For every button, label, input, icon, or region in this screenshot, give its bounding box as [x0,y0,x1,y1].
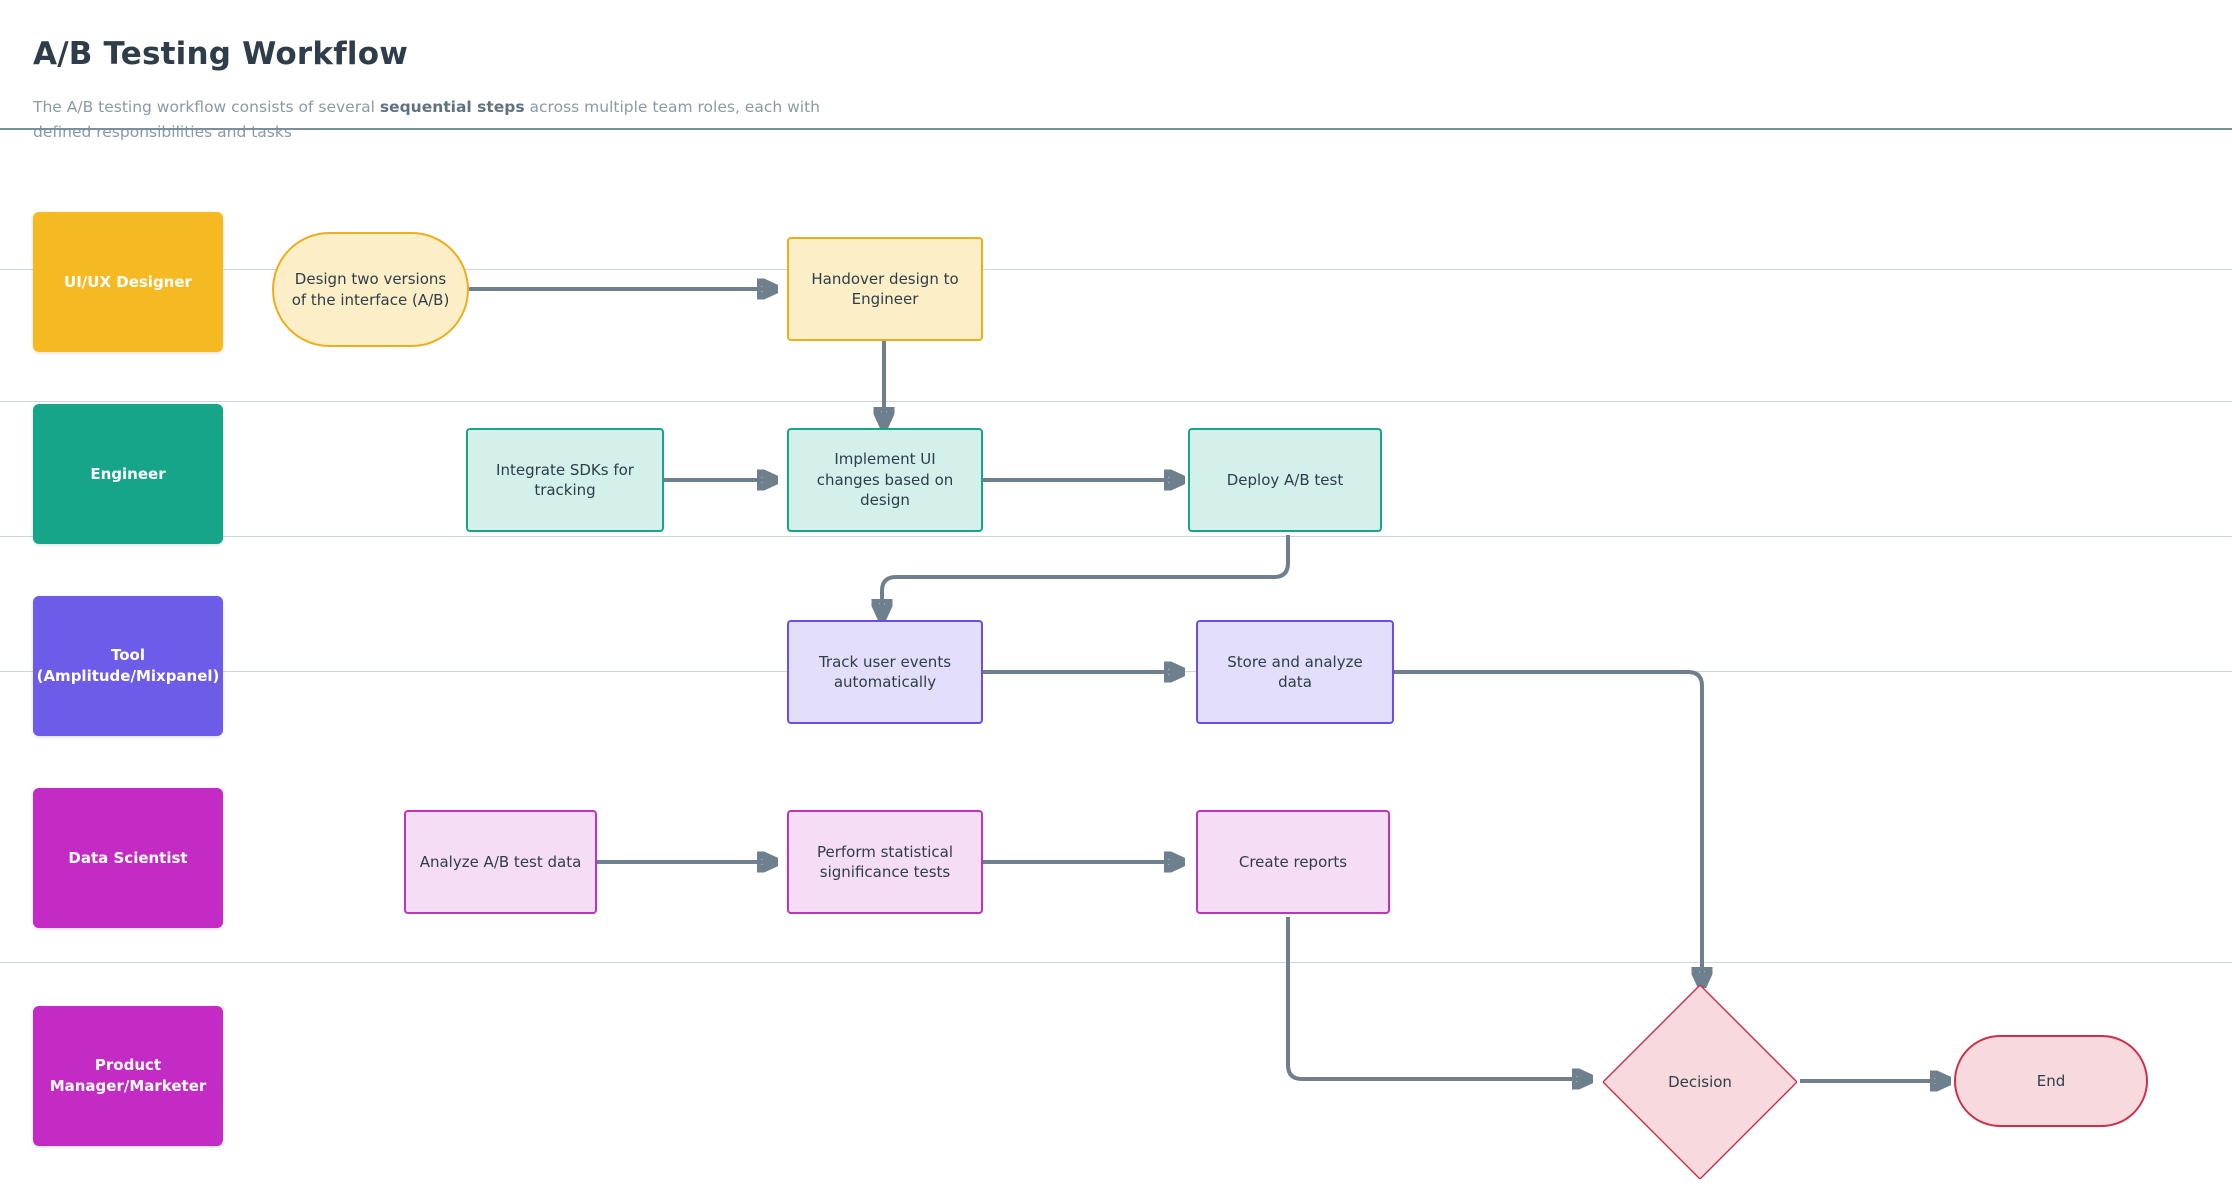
node-label-line2: Engineer [851,290,919,308]
node-label-line2: of the interface (A/B) [291,290,450,309]
node-handover-design[interactable]: Handover design to Engineer [787,237,983,341]
node-label-line1: Perform statistical [816,842,954,861]
node-label-line1: Integrate SDKs for [496,460,634,479]
node-label-line1: Design two versions [294,270,447,288]
page-title: A/B Testing Workflow [33,36,409,72]
node-label-line1: Track user events [818,652,952,671]
lane-divider-bottom [0,962,2232,963]
node-design-two-versions[interactable]: Design two versions of the interface (A/… [272,232,469,347]
node-label-line1: Handover design to [811,269,959,288]
node-label: Deploy A/B test [1226,470,1344,489]
node-label-line2: changes based on [816,470,954,489]
page-subtitle: The A/B testing workflow consists of sev… [33,95,833,145]
node-label-line2: significance tests [819,863,951,881]
subtitle-prefix: The A/B testing workflow consists of sev… [33,98,380,116]
lane-label-engineer[interactable]: Engineer [33,404,223,544]
lane-label-text-line1: Product [94,1056,162,1074]
node-label-line2: automatically [833,673,937,691]
node-label: Decision [1668,1072,1732,1091]
lane-divider-datascientist-productmanager [0,671,2232,672]
node-deploy-ab-test[interactable]: Deploy A/B test [1188,428,1382,532]
node-label: Create reports [1238,852,1348,871]
lane-label-text: Engineer [90,464,166,483]
lane-label-tool[interactable]: Tool (Amplitude/Mixpanel) [33,596,223,736]
node-label: Analyze A/B test data [419,852,582,871]
node-label-line1: Store and analyze [1227,652,1363,671]
lane-label-text-line1: Tool [111,646,145,664]
node-perform-significance-tests[interactable]: Perform statistical significance tests [787,810,983,914]
lane-label-text: Data Scientist [68,848,188,867]
node-decision[interactable]: Decision [1602,984,1798,1180]
node-label: End [2036,1071,2066,1090]
lane-label-text-line2: Manager/Marketer [49,1077,207,1095]
lane-label-text: UI/UX Designer [64,272,192,291]
lane-label-text-line2: (Amplitude/Mixpanel) [36,667,220,685]
lane-label-product-manager[interactable]: Product Manager/Marketer [33,1006,223,1146]
subtitle-emphasis: sequential steps [379,98,525,116]
lane-divider-designer-engineer [0,269,2232,270]
lane-label-data-scientist[interactable]: Data Scientist [33,788,223,928]
node-track-user-events[interactable]: Track user events automatically [787,620,983,724]
node-implement-ui-changes[interactable]: Implement UI changes based on design [787,428,983,532]
node-label-line1: Implement UI [834,450,936,469]
lane-divider-top [0,128,2232,130]
node-analyze-ab-test-data[interactable]: Analyze A/B test data [404,810,597,914]
subtitle-suffix: across multiple team roles, each with de… [33,98,820,141]
node-label-line3: design [860,491,910,510]
node-end[interactable]: End [1954,1035,2148,1127]
node-store-and-analyze-data[interactable]: Store and analyze data [1196,620,1394,724]
lane-divider-tool-datascientist [0,536,2232,537]
node-label-line2: data [1278,673,1312,691]
node-integrate-sdks[interactable]: Integrate SDKs for tracking [466,428,664,532]
page-header: A/B Testing Workflow The A/B testing wor… [0,0,2232,182]
node-create-reports[interactable]: Create reports [1196,810,1390,914]
lane-label-uiux-designer[interactable]: UI/UX Designer [33,212,223,352]
lane-divider-engineer-tool [0,401,2232,402]
node-label-line2: tracking [534,481,596,499]
